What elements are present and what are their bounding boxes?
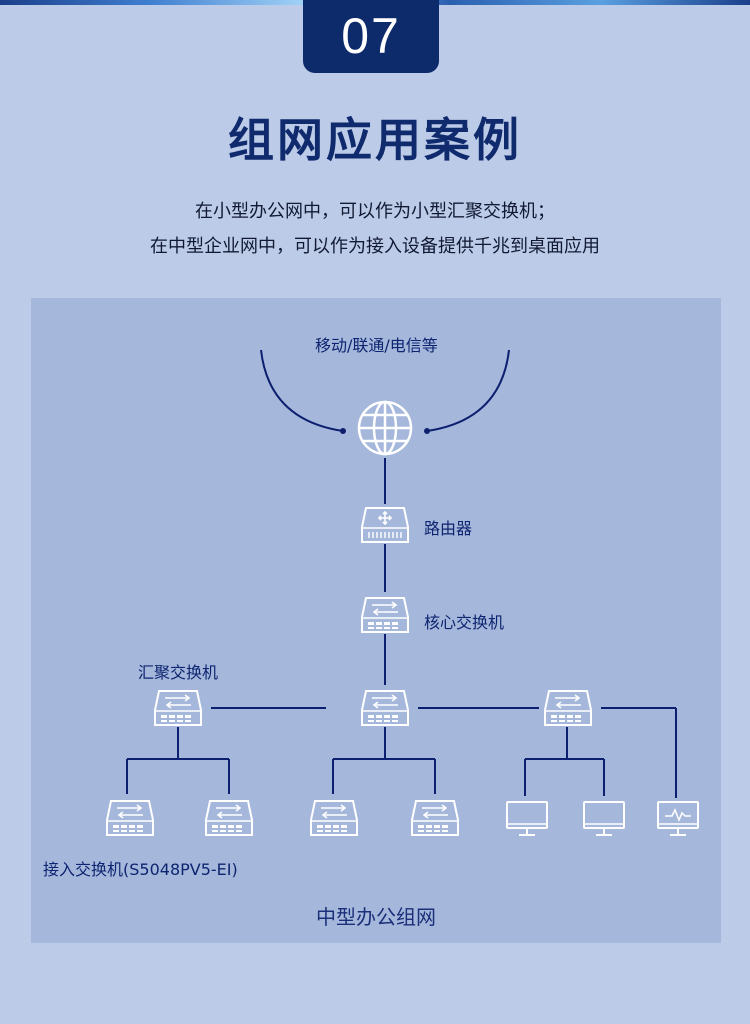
network-diagram-panel: 移动/联通/电信等 路由器 核心交换机 汇聚交换机 接入交换机(S5048PV5… [31, 298, 721, 943]
description-line-2: 在中型企业网中，可以作为接入设备提供千兆到桌面应用 [150, 236, 600, 257]
monitor-icon [583, 801, 625, 836]
access-switch-icon [106, 800, 154, 836]
ap-icon [657, 801, 699, 836]
aggregation-switch-icon [154, 690, 202, 726]
router-label: 路由器 [424, 519, 473, 538]
section-number-badge: 07 [303, 0, 439, 73]
aggregation-switch-icon [361, 690, 409, 726]
access-switch-icon [310, 800, 358, 836]
aggregation-switch-icon [544, 690, 592, 726]
access-switch-icon [205, 800, 253, 836]
description-line-1: 在小型办公网中，可以作为小型汇聚交换机； [195, 201, 555, 222]
core-switch-icon [361, 597, 409, 633]
page-title: 组网应用案例 [228, 113, 522, 167]
globe-icon [357, 400, 413, 456]
access-switch-icon [411, 800, 459, 836]
access-switch-label: 接入交换机(S5048PV5-EI) [43, 860, 238, 879]
diagram-footer-label: 中型办公组网 [316, 905, 436, 929]
aggregation-switch-label: 汇聚交换机 [138, 663, 219, 682]
monitor-icon [506, 801, 548, 836]
isp-label: 移动/联通/电信等 [315, 336, 438, 355]
core-switch-label: 核心交换机 [424, 613, 505, 632]
router-icon [361, 507, 409, 543]
connection-lines [126, 349, 677, 798]
